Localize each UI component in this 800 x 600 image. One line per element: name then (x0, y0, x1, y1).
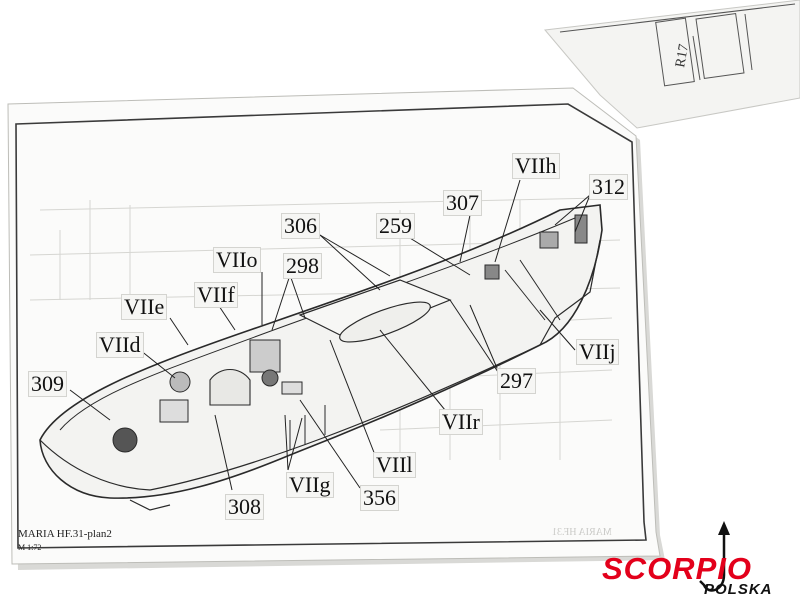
plan-title: MARIA HF.31-plan2 (18, 528, 112, 540)
back-sheet-label: R17 (673, 43, 692, 69)
callout-VIIo: VIIo (213, 247, 261, 273)
callout-VIIf: VIIf (194, 282, 238, 308)
scorpio-logo: SCORPIO POLSKA (596, 515, 800, 600)
callout-VIIh: VIIh (512, 153, 560, 179)
brand-name: SCORPIO (602, 551, 752, 586)
back-sheet-drawing (559, 3, 796, 87)
plan-scale: M 1:72 (18, 543, 42, 552)
plan-frame (15, 103, 647, 549)
callout-306: 306 (281, 213, 320, 239)
scorpion-hook-icon (699, 521, 730, 592)
callout-308: 308 (225, 494, 264, 520)
brand-sub: POLSKA (704, 581, 773, 598)
callout-307: 307 (443, 190, 482, 216)
callout-298: 298 (283, 253, 322, 279)
callout-312: 312 (589, 174, 628, 200)
leader-lines (69, 179, 591, 491)
callout-VIIj: VIIj (576, 339, 619, 365)
hull (39, 204, 603, 511)
callout-297: 297 (497, 368, 536, 394)
callout-356: 356 (360, 485, 399, 511)
callout-VIIe: VIIe (121, 294, 168, 320)
callout-259: 259 (376, 213, 415, 239)
callout-VIIl: VIIl (373, 452, 416, 478)
callout-309: 309 (28, 371, 67, 397)
callout-VIId: VIId (96, 332, 144, 358)
back-sheet (544, 0, 800, 129)
callout-VIIg: VIIg (286, 472, 334, 498)
title-block: MARIA HF.31-plan2 M 1:72 (18, 528, 112, 553)
callout-VIIr: VIIr (439, 409, 483, 435)
